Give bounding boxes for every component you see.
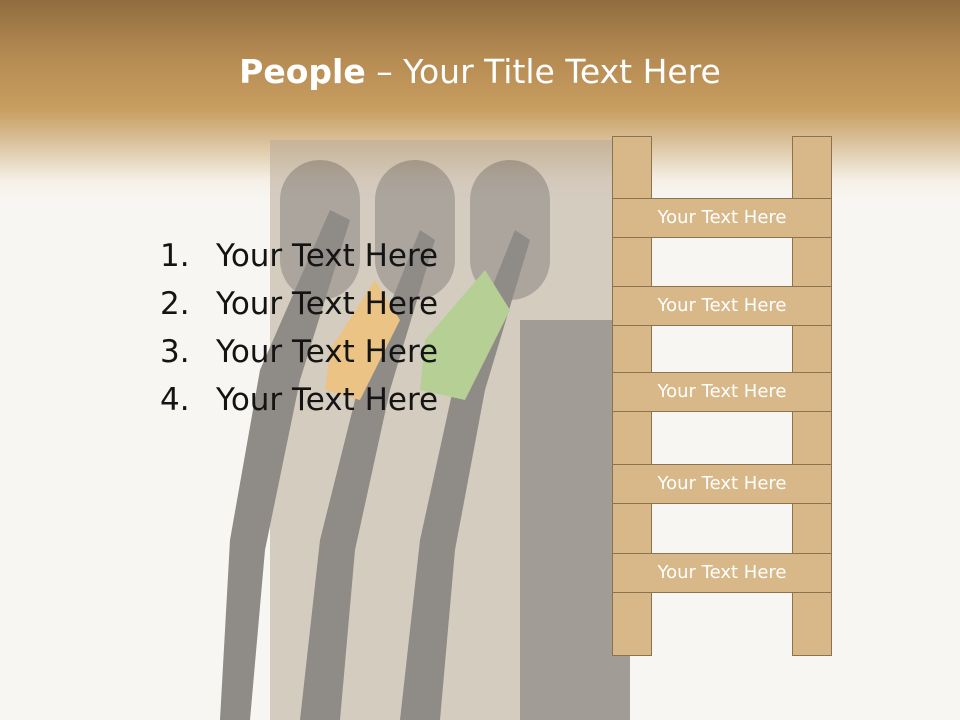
list-item: 1. Your Text Here [160, 232, 438, 280]
list-item: 3. Your Text Here [160, 328, 438, 376]
list-number: 3. [160, 334, 190, 370]
list-text: Your Text Here [216, 238, 439, 274]
list-number: 2. [160, 286, 190, 322]
list-item: 4. Your Text Here [160, 376, 438, 424]
list-number: 1. [160, 238, 190, 274]
ladder-rung-5: Your Text Here [612, 553, 832, 593]
title-bold: People [239, 52, 366, 91]
ladder-rung-3: Your Text Here [612, 372, 832, 412]
ladder-rung-1: Your Text Here [612, 198, 832, 238]
list-item: 2. Your Text Here [160, 280, 438, 328]
ladder-rung-2: Your Text Here [612, 286, 832, 326]
list-text: Your Text Here [216, 382, 439, 418]
slide-title: People – Your Title Text Here [0, 52, 960, 91]
ladder-rung-4: Your Text Here [612, 464, 832, 504]
list-number: 4. [160, 382, 190, 418]
title-rest: – Your Title Text Here [365, 52, 721, 91]
list-text: Your Text Here [216, 334, 439, 370]
fuel-pump-nozzles-image [220, 140, 630, 720]
list-text: Your Text Here [216, 286, 439, 322]
numbered-list: 1. Your Text Here 2. Your Text Here 3. Your… [160, 232, 438, 424]
